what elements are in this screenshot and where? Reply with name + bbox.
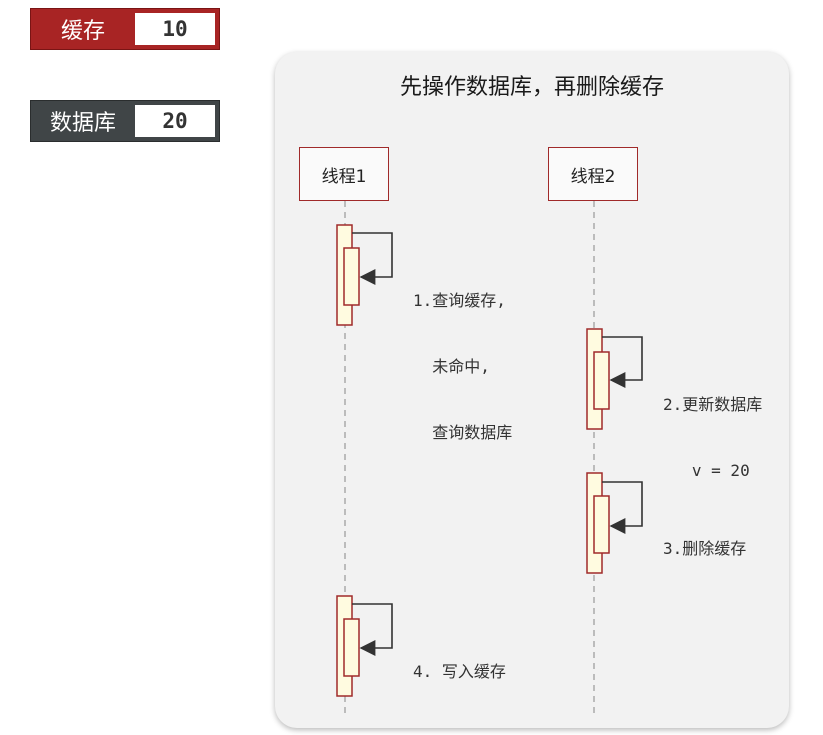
cache-badge: 缓存 10 bbox=[30, 8, 220, 50]
step3-note: 3.删除缓存 bbox=[663, 494, 746, 604]
database-label: 数据库 bbox=[49, 111, 116, 136]
thread2-header: 线程2 bbox=[548, 147, 638, 201]
step1-activation bbox=[336, 224, 393, 326]
step3-activation bbox=[586, 472, 643, 574]
step4-activation bbox=[336, 595, 393, 697]
database-value: 20 bbox=[135, 105, 215, 137]
step4-line1: 4. 写入缓存 bbox=[413, 662, 506, 681]
diagram-title: 先操作数据库，再删除缓存 bbox=[399, 75, 664, 100]
step1-line3: 查询数据库 bbox=[413, 423, 513, 442]
step1-note: 1.查询缓存, 未命中, 查询数据库 bbox=[413, 246, 512, 488]
step2-line1: 2.更新数据库 bbox=[663, 395, 763, 414]
thread1-header: 线程1 bbox=[299, 147, 389, 201]
sequence-diagram-canvas bbox=[336, 201, 643, 716]
sequence-diagram-card: 先操作数据库，再删除缓存 bbox=[275, 52, 789, 728]
database-badge: 数据库 20 bbox=[30, 100, 220, 142]
step4-note: 4. 写入缓存 bbox=[413, 617, 506, 727]
step1-line2: 未命中, bbox=[413, 357, 490, 376]
step3-line1: 3.删除缓存 bbox=[663, 539, 747, 558]
cache-value: 10 bbox=[135, 13, 215, 45]
step1-line1: 1.查询缓存, bbox=[413, 291, 506, 310]
step2-activation bbox=[586, 328, 643, 430]
step2-note: 2.更新数据库 v = 20 bbox=[663, 350, 762, 526]
step2-line2: v = 20 bbox=[663, 461, 750, 480]
cache-label: 缓存 bbox=[60, 19, 105, 44]
